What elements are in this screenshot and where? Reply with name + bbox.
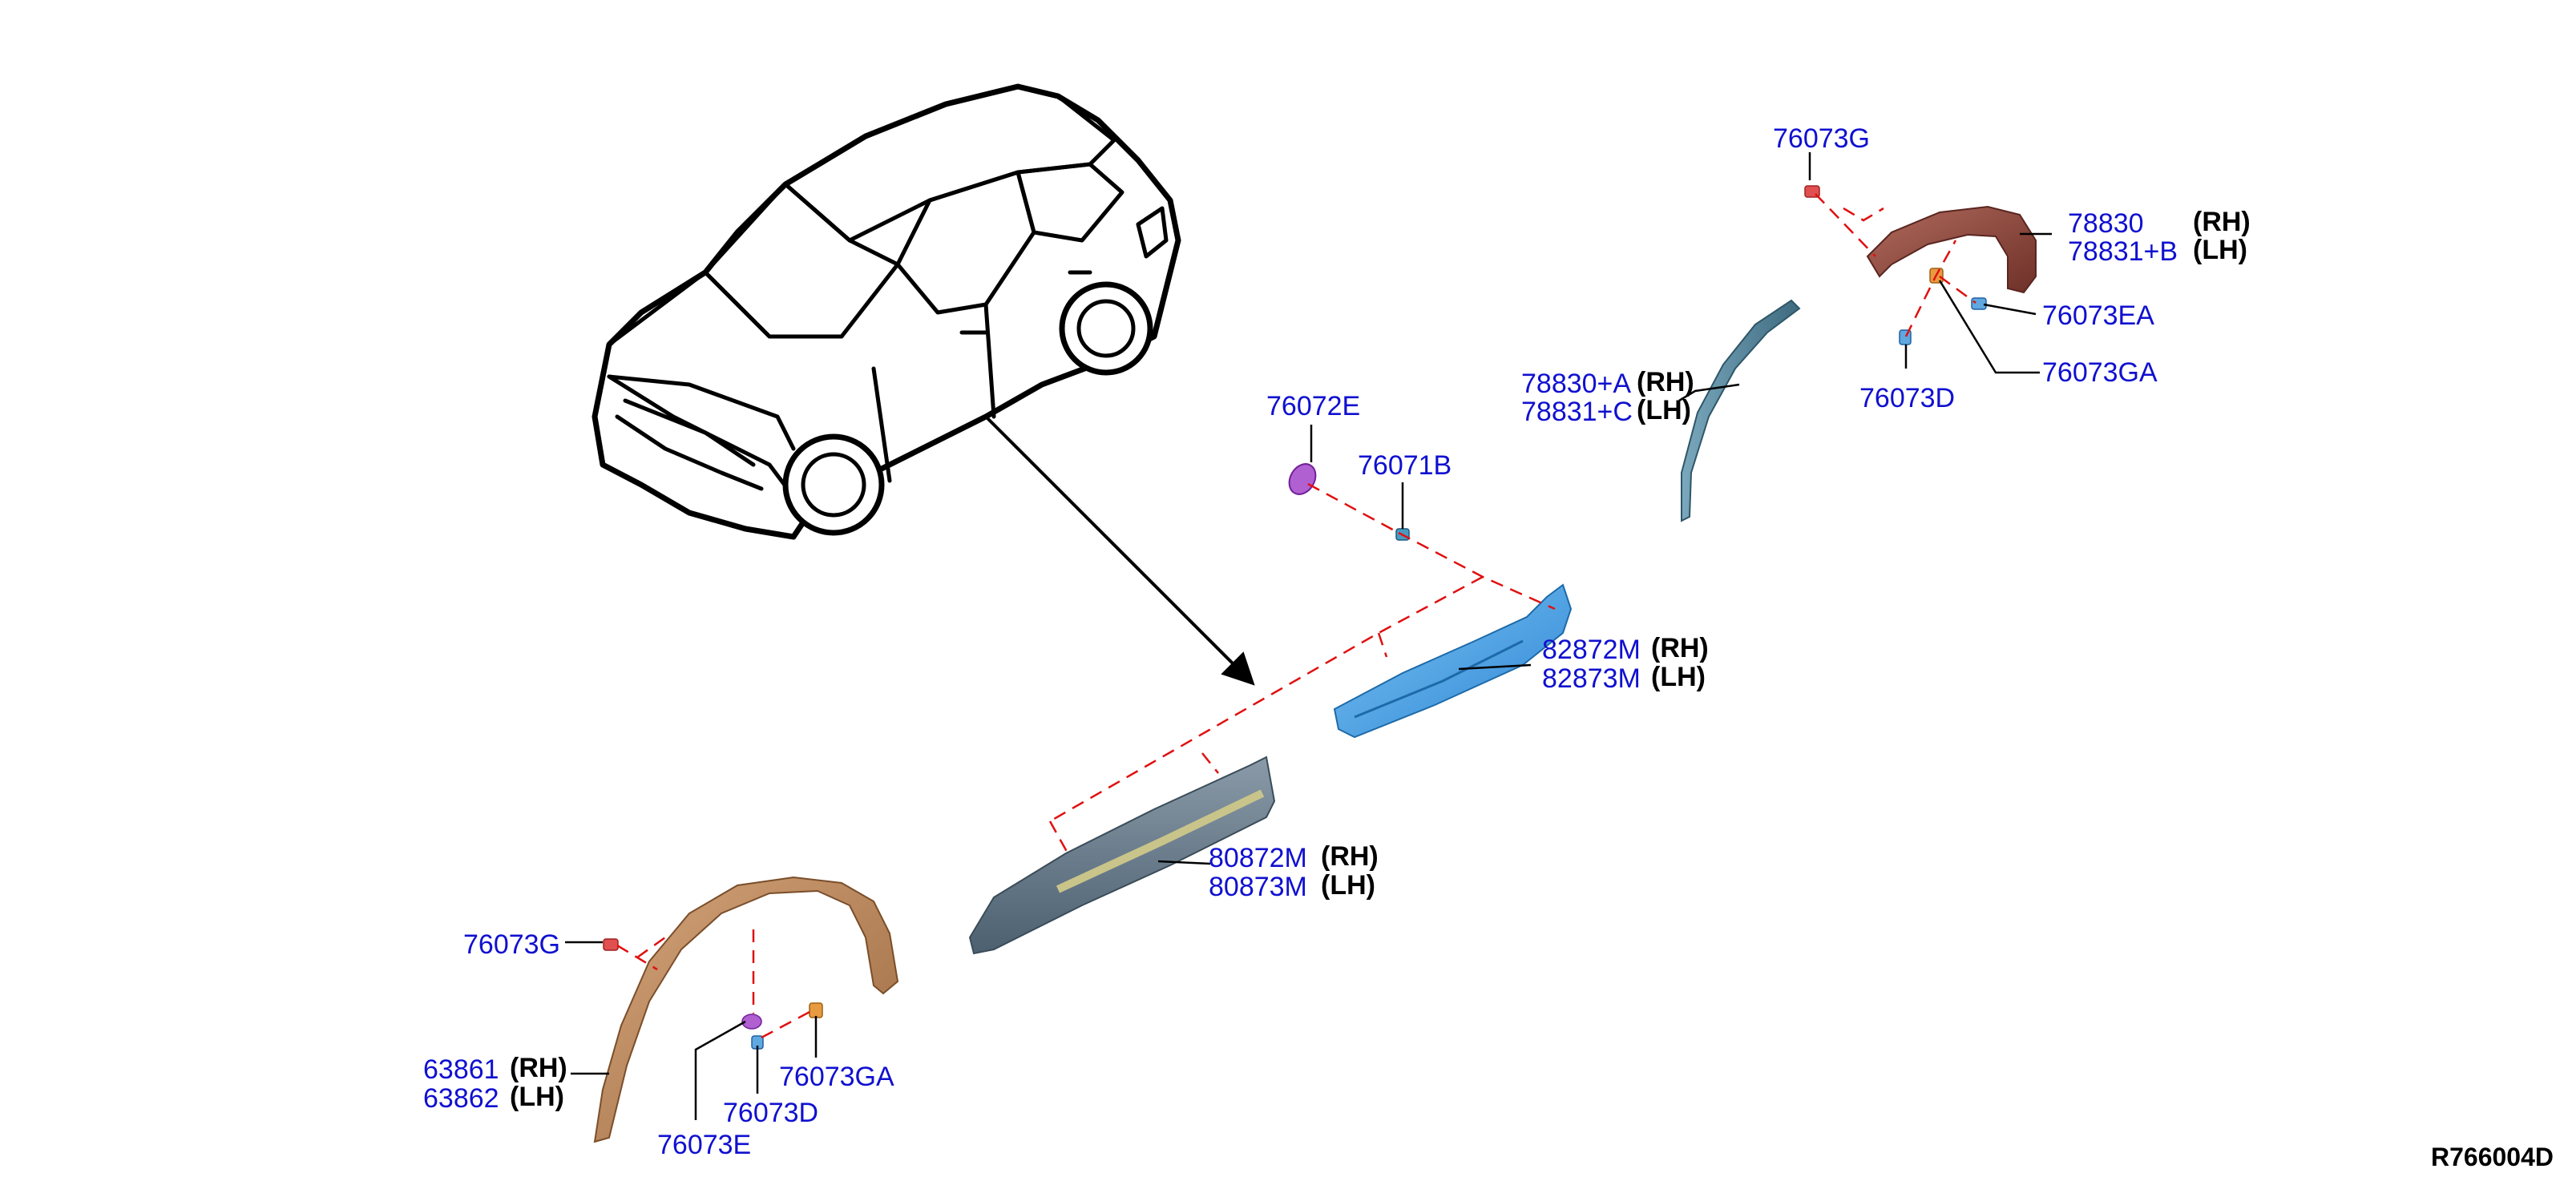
label-76073d-bottom: 76073D — [723, 1098, 818, 1128]
label-76073d-top: 76073D — [1859, 383, 1955, 413]
label-63862-side: (LH) — [510, 1082, 564, 1112]
front-wheel-moulding-part — [1681, 299, 1801, 522]
label-76073g-top: 76073G — [1773, 123, 1870, 154]
label-63861: 63861 — [423, 1054, 499, 1085]
label-82872m-side: (RH) — [1651, 633, 1709, 663]
clip-76072e — [1288, 463, 1317, 495]
label-80872m-side: (RH) — [1321, 841, 1379, 872]
dashed-guides — [616, 193, 1976, 1039]
label-78830-side: (RH) — [2193, 207, 2251, 237]
label-80873m: 80873M — [1209, 872, 1307, 902]
clip-76073g-bottom — [603, 938, 619, 951]
front-fender-flare-part — [1866, 205, 2037, 294]
label-78831b-side: (LH) — [2193, 235, 2247, 265]
label-63861-side: (RH) — [510, 1053, 567, 1083]
label-76073ga-top: 76073GA — [2042, 357, 2158, 388]
arrow-icon — [984, 415, 1255, 686]
label-78830a: 78830+A — [1521, 369, 1631, 399]
label-78830a-side: (RH) — [1637, 367, 1694, 397]
clip-76073ea — [1971, 297, 1987, 310]
rear-sill-strip — [1056, 789, 1265, 893]
label-78831c-side: (LH) — [1637, 395, 1691, 425]
label-76073g-bottom: 76073G — [463, 929, 560, 960]
label-78830: 78830 — [2068, 208, 2144, 239]
label-76072e: 76072E — [1266, 391, 1360, 421]
front-sill-groove — [1354, 639, 1524, 719]
rear-sill-moulding-part — [968, 756, 1276, 955]
clip-76073e — [741, 1014, 762, 1030]
label-76073ga-bottom: 76073GA — [779, 1062, 894, 1092]
label-78831b: 78831+B — [2068, 236, 2178, 267]
label-76073e: 76073E — [657, 1130, 751, 1160]
reference-code: R766004D — [2431, 1143, 2554, 1171]
label-76073ea: 76073EA — [2042, 300, 2154, 331]
label-63862: 63862 — [423, 1083, 499, 1114]
label-82873m: 82873M — [1542, 663, 1641, 694]
label-76071b: 76071B — [1358, 450, 1452, 481]
label-78831c: 78831+C — [1521, 397, 1633, 427]
label-80873m-side: (LH) — [1321, 870, 1375, 901]
rear-fender-flare-part — [593, 876, 899, 1143]
clip-76073ga-bottom — [809, 1002, 823, 1018]
label-80872m: 80872M — [1209, 843, 1307, 873]
suv-vehicle-icon — [592, 83, 1181, 540]
label-82873m-side: (LH) — [1651, 662, 1706, 692]
label-82872m: 82872M — [1542, 635, 1641, 665]
front-sill-finisher-part — [1333, 583, 1573, 739]
leader-lines — [565, 152, 2052, 1120]
